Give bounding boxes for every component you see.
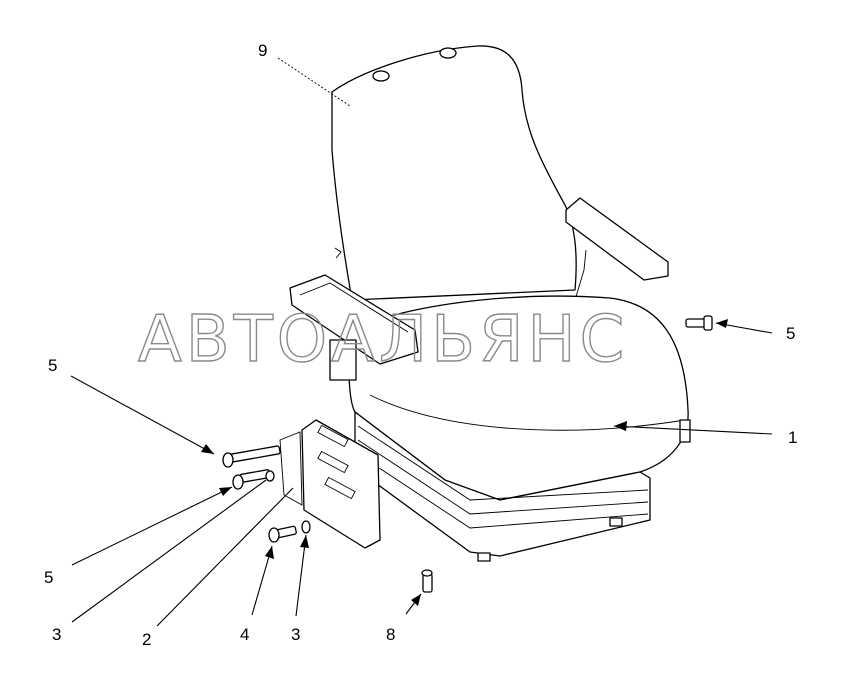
washer-3-left [265, 470, 275, 482]
bolt-5-left-bottom [232, 469, 271, 490]
callout-2: 2 [142, 630, 151, 649]
washer-3-bottom [301, 520, 311, 534]
leader-1 [613, 425, 773, 435]
side-lever [679, 419, 691, 443]
cushion-seam [369, 394, 686, 431]
leader-5-left-top [70, 375, 215, 455]
callout-5-left-top: 5 [48, 356, 57, 375]
backrest-cap-right [439, 47, 457, 59]
armrest-bracket [329, 339, 357, 381]
left-armrest [289, 274, 419, 365]
armrest-control-panel [299, 282, 409, 333]
seat-backrest [331, 45, 577, 301]
fitting-8 [421, 569, 433, 593]
callout-4: 4 [240, 625, 249, 644]
leader-5-right-arrow [716, 319, 728, 328]
callout-1: 1 [788, 428, 797, 447]
bolt-5-right [685, 315, 713, 331]
callout-5-right: 5 [786, 324, 795, 343]
suspension-foot [477, 552, 491, 562]
callout-5-left-bottom: 5 [44, 568, 53, 587]
backrest-cap-left [372, 70, 390, 82]
leader-2 [156, 487, 294, 627]
watermark: АВТОАЛЬЯНС [138, 303, 628, 377]
right-armrest [565, 197, 669, 281]
bolt-5-left-top [222, 445, 281, 468]
backrest-latch [334, 247, 342, 259]
bolt-4 [268, 525, 297, 543]
leader-4 [251, 545, 273, 616]
leader-3-left [71, 479, 267, 623]
callout-8: 8 [386, 625, 395, 644]
leader-5-left-bottom [71, 486, 233, 566]
leader-9 [277, 57, 351, 107]
bracket-side-flange [279, 431, 303, 506]
callout-9: 9 [258, 41, 267, 60]
leader-3-bottom [295, 534, 307, 617]
right-armrest-support [574, 249, 587, 301]
callout-3-bottom: 3 [291, 625, 300, 644]
callout-3-left: 3 [52, 625, 61, 644]
